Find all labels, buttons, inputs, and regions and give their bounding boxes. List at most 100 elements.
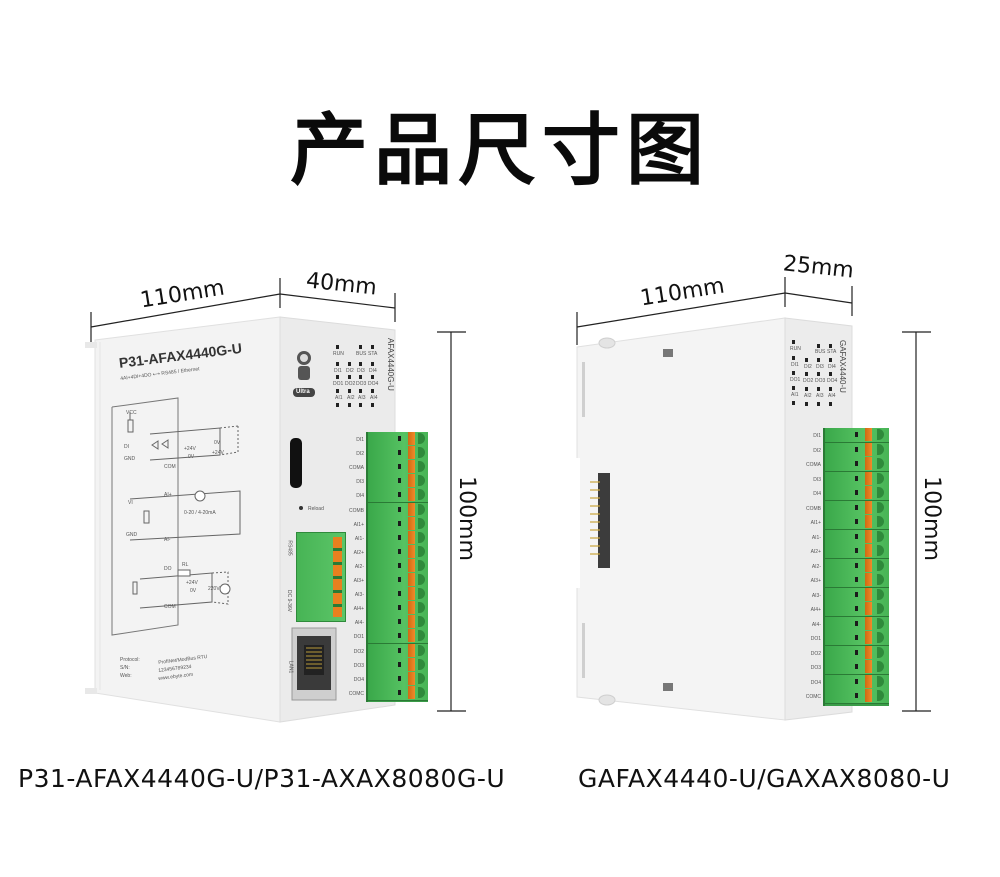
terminal-pin[interactable] xyxy=(825,602,889,617)
terminal-pin[interactable] xyxy=(825,645,889,661)
terminal-pin-label: AI1+ xyxy=(810,520,821,526)
terminal-pin[interactable] xyxy=(825,616,889,632)
info-key: S/N: xyxy=(120,665,130,671)
led-label: DI3 xyxy=(357,368,365,374)
right-product-caption: GAFAX4440-U/GAXAX8080-U xyxy=(578,764,951,793)
terminal-release-lever[interactable] xyxy=(865,573,872,586)
terminal-release-lever[interactable] xyxy=(408,615,415,629)
terminal-release-lever[interactable] xyxy=(865,442,872,456)
led-label: DI2 xyxy=(804,364,812,370)
terminal-screw-slot xyxy=(398,506,401,512)
terminal-screw-slot xyxy=(398,436,401,441)
terminal-pin[interactable] xyxy=(825,500,889,516)
terminal-pin-label: DO2 xyxy=(810,650,821,657)
terminal-pin-label: DI1 xyxy=(356,437,364,443)
terminal-knob xyxy=(418,489,425,501)
terminal-release-lever[interactable] xyxy=(408,502,415,516)
terminal-release-lever[interactable] xyxy=(865,674,872,688)
terminal-screw-slot xyxy=(398,577,401,582)
terminal-release-lever[interactable] xyxy=(865,689,872,702)
terminal-release-lever[interactable] xyxy=(408,516,415,530)
terminal-pin[interactable] xyxy=(825,529,889,545)
terminal-release-lever[interactable] xyxy=(865,428,872,441)
terminal-release-lever[interactable] xyxy=(408,530,415,544)
terminal-screw-slot xyxy=(855,693,858,698)
terminal-release-lever[interactable] xyxy=(865,544,872,557)
terminal-pin-label: AI2- xyxy=(811,563,821,570)
led-label: AI3 xyxy=(816,393,824,399)
left-terminal-block[interactable] xyxy=(366,432,428,702)
terminal-knob xyxy=(418,644,425,656)
led-label: RUN xyxy=(790,346,801,352)
terminal-screw-slot xyxy=(398,633,401,639)
terminal-pin[interactable] xyxy=(368,685,428,701)
terminal-screw-slot xyxy=(855,577,858,582)
terminal-screw-slot xyxy=(855,490,858,495)
terminal-screw-slot xyxy=(398,492,401,498)
led-label: DO3 xyxy=(356,381,367,387)
terminal-release-lever[interactable] xyxy=(408,446,415,460)
terminal-release-lever[interactable] xyxy=(865,602,872,615)
terminal-release-lever[interactable] xyxy=(408,587,415,601)
terminal-release-lever[interactable] xyxy=(865,486,872,499)
terminal-pin-label: COMB xyxy=(806,505,821,512)
terminal-release-lever[interactable] xyxy=(865,616,872,630)
terminal-release-lever[interactable] xyxy=(408,629,415,643)
terminal-release-lever[interactable] xyxy=(865,587,872,601)
terminal-pin[interactable] xyxy=(825,442,889,458)
terminal-screw-slot xyxy=(855,475,858,481)
terminal-release-lever[interactable] xyxy=(408,657,415,671)
terminal-release-lever[interactable] xyxy=(408,432,415,445)
terminal-pin-label: DI1 xyxy=(813,433,821,439)
terminal-pin[interactable] xyxy=(825,660,889,675)
terminal-release-lever[interactable] xyxy=(408,643,415,657)
terminal-pin-label: DO2 xyxy=(353,648,364,655)
terminal-release-lever[interactable] xyxy=(408,573,415,586)
terminal-pin[interactable] xyxy=(825,631,889,646)
terminal-release-lever[interactable] xyxy=(408,474,415,488)
led-label: DO1 xyxy=(790,377,801,383)
terminal-release-lever[interactable] xyxy=(408,601,415,615)
schematic-label: DI xyxy=(124,444,129,450)
terminal-release-lever[interactable] xyxy=(408,488,415,502)
terminal-pin-label: DI2 xyxy=(356,451,364,458)
terminal-release-lever[interactable] xyxy=(865,660,872,673)
rs485-power-terminal[interactable] xyxy=(296,532,346,622)
terminal-pin[interactable] xyxy=(825,471,889,487)
terminal-pin[interactable] xyxy=(825,544,889,559)
terminal-release-lever[interactable] xyxy=(865,500,872,514)
terminal-pin[interactable] xyxy=(825,587,889,603)
terminal-pin[interactable] xyxy=(825,515,889,530)
terminal-release-lever[interactable] xyxy=(865,631,872,644)
led-label: DO4 xyxy=(827,378,838,384)
terminal-pin[interactable] xyxy=(825,689,889,704)
terminal-release-lever[interactable] xyxy=(408,685,415,699)
terminal-release-lever[interactable] xyxy=(408,544,415,558)
terminal-screw-slot xyxy=(855,432,858,437)
terminal-pin[interactable] xyxy=(825,558,889,574)
terminal-release-lever[interactable] xyxy=(408,671,415,685)
terminal-release-lever[interactable] xyxy=(865,558,872,572)
right-terminal-block[interactable] xyxy=(823,428,889,706)
terminal-pin-label: DO4 xyxy=(810,679,821,686)
terminal-release-lever[interactable] xyxy=(865,457,872,470)
terminal-release-lever[interactable] xyxy=(408,460,415,474)
terminal-pin-label: DO4 xyxy=(353,676,364,683)
terminal-knob xyxy=(877,588,884,600)
terminal-pin[interactable] xyxy=(825,486,889,501)
terminal-screw-slot xyxy=(398,647,401,653)
terminal-screw-slot xyxy=(855,591,858,597)
terminal-release-lever[interactable] xyxy=(865,529,872,543)
terminal-release-lever[interactable] xyxy=(865,515,872,528)
led-label: DI1 xyxy=(791,362,799,368)
terminal-release-lever[interactable] xyxy=(865,471,872,485)
terminal-release-lever[interactable] xyxy=(408,558,415,572)
terminal-screw-slot xyxy=(398,605,401,611)
terminal-pin[interactable] xyxy=(825,674,889,690)
terminal-knob xyxy=(877,617,884,629)
terminal-release-lever[interactable] xyxy=(865,645,872,659)
terminal-pin[interactable] xyxy=(825,428,889,443)
terminal-pin[interactable] xyxy=(825,573,889,588)
terminal-pin[interactable] xyxy=(825,457,889,472)
schematic-label: AI+ xyxy=(164,492,172,498)
